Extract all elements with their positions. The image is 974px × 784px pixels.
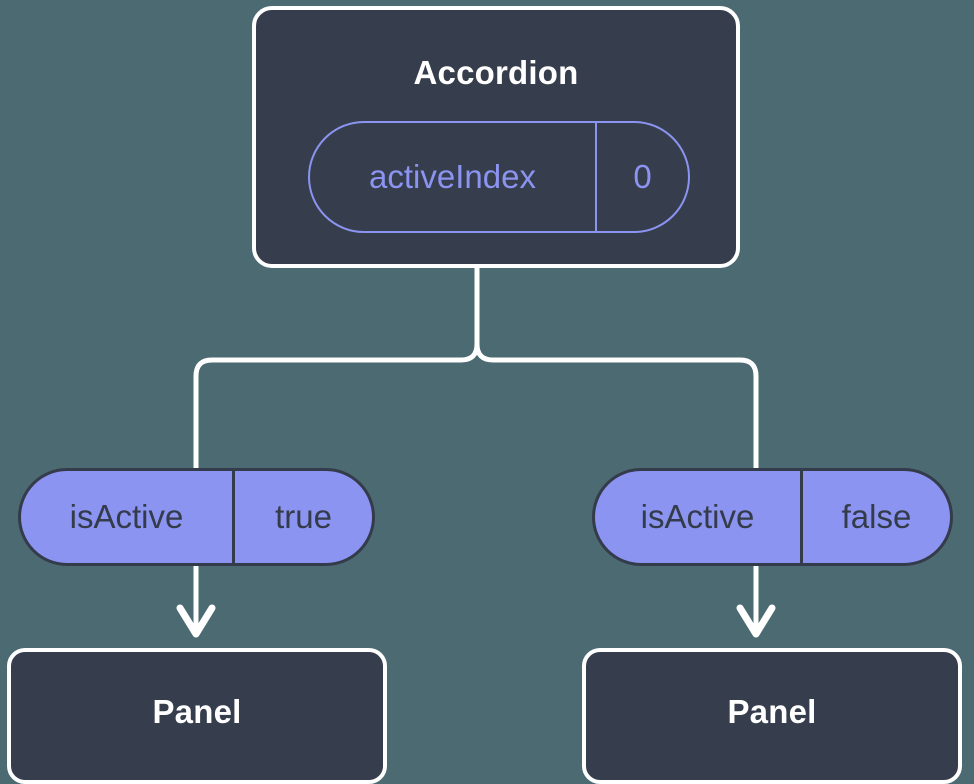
panel-title: Panel (727, 693, 817, 730)
panel-card-left[interactable]: Panel (7, 648, 387, 784)
accordion-title: Accordion (413, 54, 579, 91)
prop-pill-is-active-true[interactable]: isActive true (18, 468, 375, 566)
connector-right-branch (474, 265, 759, 471)
state-badge-active-index[interactable]: activeIndex 0 (308, 121, 690, 233)
arrow-right-head-icon (736, 604, 776, 638)
prop-pill-key: isActive (595, 471, 803, 563)
prop-pill-value: true (275, 498, 332, 535)
connector-left-branch (193, 265, 480, 471)
prop-pill-value: false (841, 498, 912, 535)
state-badge-value: 0 (633, 158, 652, 195)
prop-pill-is-active-false[interactable]: isActive false (592, 468, 953, 566)
accordion-component-card[interactable]: Accordion activeIndex 0 (252, 6, 740, 268)
prop-pill-key: isActive (21, 471, 235, 563)
state-badge-key: activeIndex (310, 123, 597, 231)
panel-title: Panel (152, 693, 242, 730)
arrow-left-head-icon (176, 604, 216, 638)
panel-card-right[interactable]: Panel (582, 648, 962, 784)
